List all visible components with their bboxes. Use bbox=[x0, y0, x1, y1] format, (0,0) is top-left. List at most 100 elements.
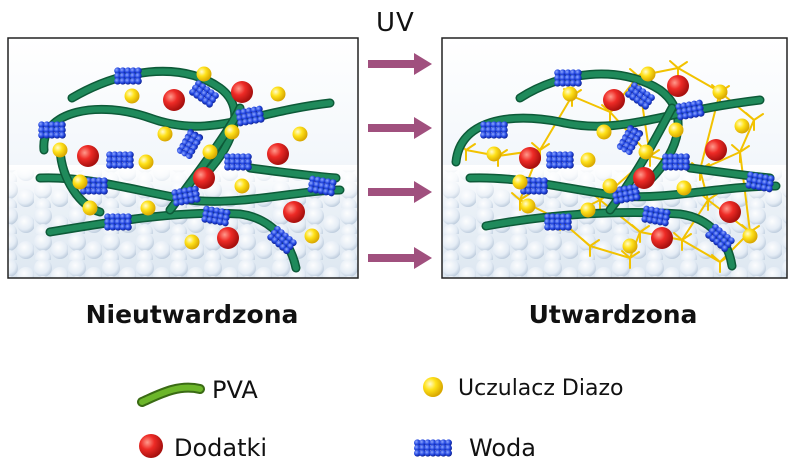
water-molecule bbox=[224, 153, 231, 161]
water-molecule bbox=[667, 163, 675, 171]
water-molecule bbox=[434, 439, 442, 447]
water-molecule bbox=[239, 153, 247, 161]
water-molecule bbox=[114, 72, 121, 80]
sensitizer-particles bbox=[486, 66, 758, 254]
water-molecule bbox=[672, 158, 680, 166]
water-molecule bbox=[677, 158, 685, 166]
water-molecule bbox=[662, 158, 669, 166]
water-molecule bbox=[85, 187, 93, 195]
water-molecule bbox=[556, 156, 564, 164]
water-molecule bbox=[567, 151, 574, 159]
water-molecule bbox=[106, 156, 113, 164]
water-molecule bbox=[546, 156, 553, 164]
crosslink-branch bbox=[589, 239, 600, 247]
additive-particle bbox=[667, 75, 689, 97]
water-molecule bbox=[95, 187, 103, 195]
water-molecule bbox=[434, 449, 442, 457]
water-molecule bbox=[114, 218, 122, 226]
crosslink-branch bbox=[753, 113, 764, 121]
water-molecule bbox=[206, 216, 214, 224]
water-molecule bbox=[135, 77, 142, 85]
uv-arrow-shaft bbox=[368, 254, 416, 262]
water-molecule bbox=[642, 210, 650, 218]
water-molecule bbox=[183, 197, 191, 205]
water-molecule bbox=[414, 449, 421, 457]
water-molecule bbox=[766, 180, 774, 188]
water-molecule bbox=[208, 206, 216, 214]
water-molecule bbox=[653, 207, 661, 215]
water-molecule bbox=[541, 182, 548, 190]
water-molecule bbox=[752, 172, 760, 180]
water-molecule bbox=[127, 161, 134, 169]
water-molecule bbox=[692, 110, 700, 118]
water-molecule bbox=[119, 72, 127, 80]
water-molecule bbox=[419, 439, 426, 447]
water-molecule bbox=[104, 223, 111, 231]
water-molecule bbox=[559, 218, 567, 226]
water-molecule bbox=[283, 247, 291, 255]
water-molecule bbox=[121, 151, 129, 159]
water-molecule bbox=[613, 197, 621, 205]
water-molecule bbox=[565, 213, 572, 221]
legend bbox=[137, 377, 452, 458]
crosslink bbox=[739, 151, 751, 233]
pva-legend-icon-highlight bbox=[139, 384, 203, 405]
water-molecule bbox=[129, 77, 137, 85]
sensitizer-particle bbox=[580, 152, 596, 168]
water-molecule bbox=[237, 119, 245, 127]
water-molecule bbox=[575, 79, 582, 87]
water-molecule bbox=[48, 126, 56, 134]
water-molecule bbox=[633, 193, 641, 201]
water-molecule bbox=[111, 156, 119, 164]
water-molecule bbox=[495, 126, 503, 134]
crosslink bbox=[571, 95, 611, 113]
water-molecule bbox=[554, 74, 561, 82]
water-molecule bbox=[186, 186, 194, 194]
water-molecule bbox=[234, 163, 242, 171]
crosslink-branch bbox=[745, 112, 755, 121]
water-molecule bbox=[176, 188, 184, 196]
water-cluster bbox=[171, 185, 201, 207]
water-molecule bbox=[658, 208, 666, 216]
water-molecule bbox=[323, 183, 331, 191]
sensitizer-particle bbox=[184, 234, 200, 250]
water-molecule bbox=[101, 177, 108, 185]
water-molecule bbox=[251, 111, 259, 119]
water-molecule bbox=[414, 439, 421, 447]
additive-legend-icon bbox=[139, 434, 163, 458]
water-molecule bbox=[544, 213, 551, 221]
water-molecule bbox=[111, 151, 119, 159]
water-molecule bbox=[445, 444, 452, 452]
crosslink-branch bbox=[601, 104, 611, 113]
sensitizer-legend-icon bbox=[423, 377, 443, 397]
water-cluster bbox=[662, 153, 690, 171]
uv-arrows bbox=[368, 53, 432, 269]
water-molecule bbox=[751, 177, 759, 185]
water-molecule bbox=[623, 195, 631, 203]
water-molecule bbox=[480, 121, 487, 129]
additive-particles bbox=[519, 75, 741, 249]
water-molecule bbox=[182, 192, 190, 200]
water-cluster bbox=[625, 82, 655, 110]
water-molecule bbox=[203, 205, 211, 213]
sensitizer-particle bbox=[292, 126, 308, 142]
crosslink-branch bbox=[681, 233, 692, 241]
crosslink bbox=[739, 119, 755, 153]
water-molecule bbox=[101, 187, 108, 195]
water-molecule bbox=[59, 131, 66, 139]
water-molecule bbox=[114, 223, 122, 231]
water-molecule bbox=[104, 218, 111, 226]
water-molecule bbox=[643, 205, 651, 213]
additive-particle bbox=[231, 81, 253, 103]
sensitizer-particle bbox=[742, 228, 758, 244]
sensitizer-particle bbox=[138, 154, 154, 170]
water-molecule bbox=[495, 131, 503, 139]
water-molecule bbox=[250, 106, 258, 114]
uv-arrow-head bbox=[414, 247, 432, 269]
water-molecule bbox=[90, 182, 98, 190]
crosslink-branch bbox=[621, 250, 631, 259]
water-molecule bbox=[755, 183, 763, 191]
water-cluster bbox=[616, 124, 644, 156]
water-molecule bbox=[616, 186, 624, 194]
uv-arrow-shaft bbox=[368, 124, 416, 132]
